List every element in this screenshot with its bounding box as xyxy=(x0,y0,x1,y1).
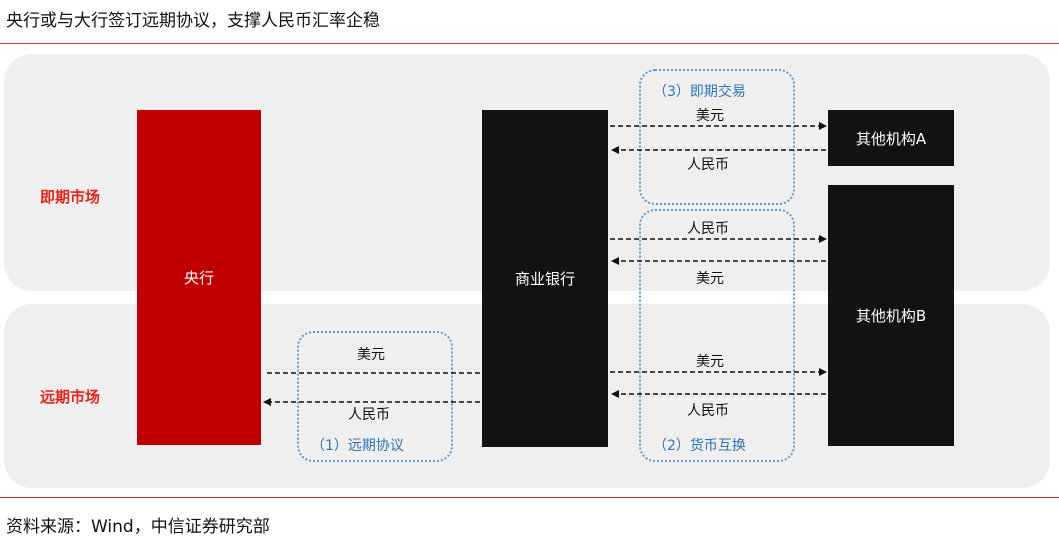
page-title: 央行或与大行签订远期协议，支撑人民币汇率企稳 xyxy=(6,11,380,31)
institution-a-label: 其他机构A xyxy=(855,129,927,148)
flow-label-swap-spot-rmb: 人民币 xyxy=(687,221,729,237)
flow-label-swap-spot-usd: 美元 xyxy=(696,271,724,287)
flow-label-swap-fwd-rmb: 人民币 xyxy=(687,403,729,419)
bottom-divider xyxy=(0,497,1059,498)
currency-swap-label: （2）货币互换 xyxy=(653,438,746,454)
forward-market-label: 远期市场 xyxy=(40,388,101,406)
spot-market-label: 即期市场 xyxy=(40,188,101,206)
central-bank-label: 央行 xyxy=(183,269,214,287)
currency-swap-group xyxy=(639,209,795,462)
flow-label-fwd-usd: 美元 xyxy=(357,347,385,363)
source-footnote: 资料来源：Wind，中信证券研究部 xyxy=(6,517,270,537)
institution-a-box: 其他机构A xyxy=(828,110,954,166)
top-divider xyxy=(0,43,1059,44)
flow-label-spot-rmb: 人民币 xyxy=(687,157,729,173)
flow-label-fwd-rmb: 人民币 xyxy=(348,407,390,423)
institution-b-label: 其他机构B xyxy=(855,307,927,325)
forward-agreement-label: （1）远期协议 xyxy=(311,438,404,454)
flow-label-spot-usd: 美元 xyxy=(696,108,724,124)
forward-agreement-group xyxy=(297,331,453,462)
institution-b-box: 其他机构B xyxy=(828,185,954,446)
spot-trade-label: （3）即期交易 xyxy=(653,84,746,100)
central-bank-box: 央行 xyxy=(137,110,261,445)
flow-label-swap-fwd-usd: 美元 xyxy=(696,354,724,370)
commercial-bank-label: 商业银行 xyxy=(514,270,575,288)
spot-trade-group xyxy=(639,69,795,205)
commercial-bank-box: 商业银行 xyxy=(482,110,608,447)
